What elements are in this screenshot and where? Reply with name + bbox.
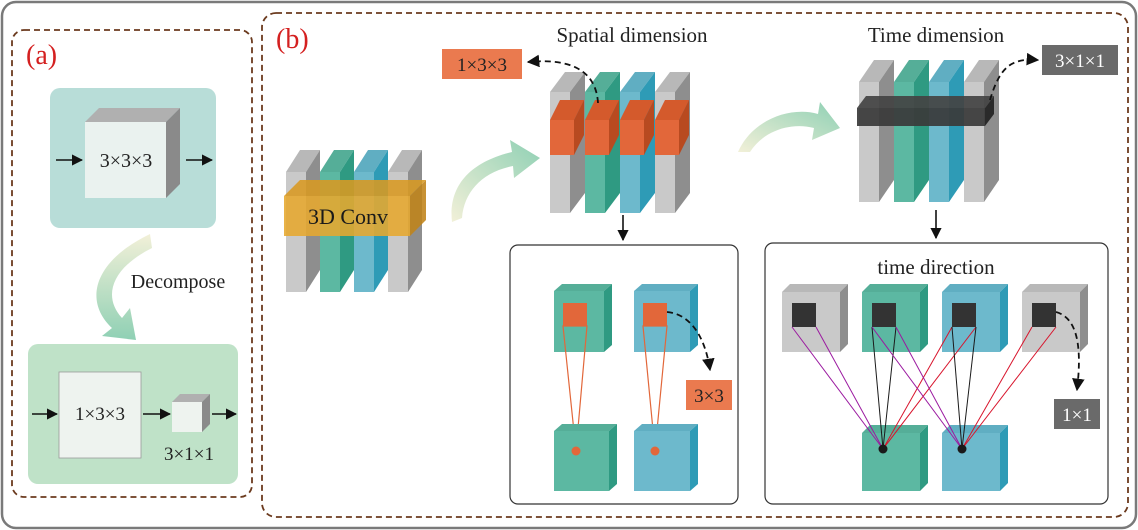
spatial-kernel-4 <box>655 100 689 155</box>
spatial-detail <box>554 284 698 491</box>
conn-teal-out1 <box>871 326 884 450</box>
kernel-3d-label: 3×3×3 <box>100 150 153 172</box>
spatial-kernel-tag: 1×3×3 <box>457 55 507 76</box>
spatial-kernel-3 <box>620 100 654 155</box>
panel-a-dashed-border <box>11 29 253 498</box>
time-detail-teal-bottom <box>862 425 928 491</box>
panel-b: (b) <box>261 12 1129 518</box>
spatial-output-dot-1 <box>571 446 581 456</box>
time-detail-blue-bottom <box>942 425 1008 491</box>
spatial-projection-2 <box>642 325 668 452</box>
spatial-detail-kernel-2 <box>643 303 667 326</box>
conn-blue-out2 <box>951 326 963 450</box>
panel-a-label: (a) <box>26 40 57 71</box>
conn-gray2-out2b <box>961 326 1057 450</box>
panel-b-dashed-border <box>261 12 1129 518</box>
time-detail-kernel-3 <box>952 303 976 327</box>
conn-teal-out1b <box>882 326 897 450</box>
spatial-tag-dashed-arrow <box>526 54 599 104</box>
spatial-detail-tag-bg <box>686 380 732 410</box>
time-slab-4 <box>964 60 999 202</box>
temporal-detail-dashed-arrow <box>1055 311 1085 392</box>
spatial-detail-kernel-1 <box>563 303 587 326</box>
panel-a: (a) 3×3×3 Decompose 1×3×3 3×1×1 <box>11 29 253 498</box>
temporal-detail-tag: 1×1 <box>1062 405 1092 426</box>
conn-gray2-out2 <box>961 326 1033 450</box>
conv-block <box>284 180 426 236</box>
decompose-arrow <box>96 234 152 340</box>
decompose-label: Decompose <box>131 271 226 293</box>
spatial-detail-dashed-arrow <box>666 311 715 372</box>
flow-arrow-2 <box>738 102 840 152</box>
temporal-tag-dashed-arrow <box>989 52 1040 101</box>
spatial-kernel-tag-bg <box>442 49 522 79</box>
spatial-kernel-label: 1×3×3 <box>75 404 125 425</box>
flow-arrow-1 <box>451 140 540 222</box>
time-detail-kernel-1 <box>792 303 816 327</box>
conn-blue-out2b <box>961 326 977 450</box>
time-detail-teal <box>862 284 928 352</box>
time-kernel-bar <box>857 96 994 126</box>
spatial-detail-teal-bottom <box>554 424 617 491</box>
time-slab-3 <box>929 60 964 202</box>
spatial-output-dot-2 <box>650 446 660 456</box>
conn-teal-out2 <box>871 326 963 450</box>
conv-stack <box>284 150 426 292</box>
small-cube <box>172 394 210 432</box>
time-detail-kernel-4 <box>1032 303 1056 327</box>
panel-b-label: (b) <box>276 24 309 55</box>
time-detail <box>782 284 1088 491</box>
time-title: Time dimension <box>868 23 1005 47</box>
time-output-dot-2 <box>957 444 967 454</box>
temporal-kernel-tag-bg <box>1042 45 1118 75</box>
time-slab-1 <box>859 60 894 202</box>
time-stack <box>857 60 999 202</box>
spatial-detail-blue-bottom <box>634 424 698 491</box>
conn-teal-out2b <box>895 326 963 450</box>
temporal-detail-tag-bg <box>1054 399 1100 429</box>
spatial-projection-1 <box>562 325 588 452</box>
time-output-dot-1 <box>878 444 888 454</box>
time-slab-2 <box>894 60 929 202</box>
spatial-kernel-1 <box>550 100 584 155</box>
temporal-kernel-label: 3×1×1 <box>164 444 214 465</box>
conv-label: 3D Conv <box>308 204 388 229</box>
spatial-kernel-2 <box>585 100 619 155</box>
spatial-detail-box <box>509 244 739 505</box>
conn-gray1-out1 <box>791 326 884 450</box>
spatial-stack <box>550 72 690 213</box>
spatial-title: Spatial dimension <box>556 23 708 47</box>
spatial-detail-tag: 3×3 <box>694 386 724 407</box>
cube-3x3x3 <box>85 108 180 198</box>
temporal-kernel-tag: 3×1×1 <box>1055 51 1105 72</box>
spatial-kernel-square <box>58 371 142 459</box>
time-direction-title: time direction <box>877 255 995 279</box>
time-detail-box <box>764 242 1109 505</box>
conn-gray1-out1b <box>815 326 884 450</box>
time-detail-kernel-2 <box>872 303 896 327</box>
